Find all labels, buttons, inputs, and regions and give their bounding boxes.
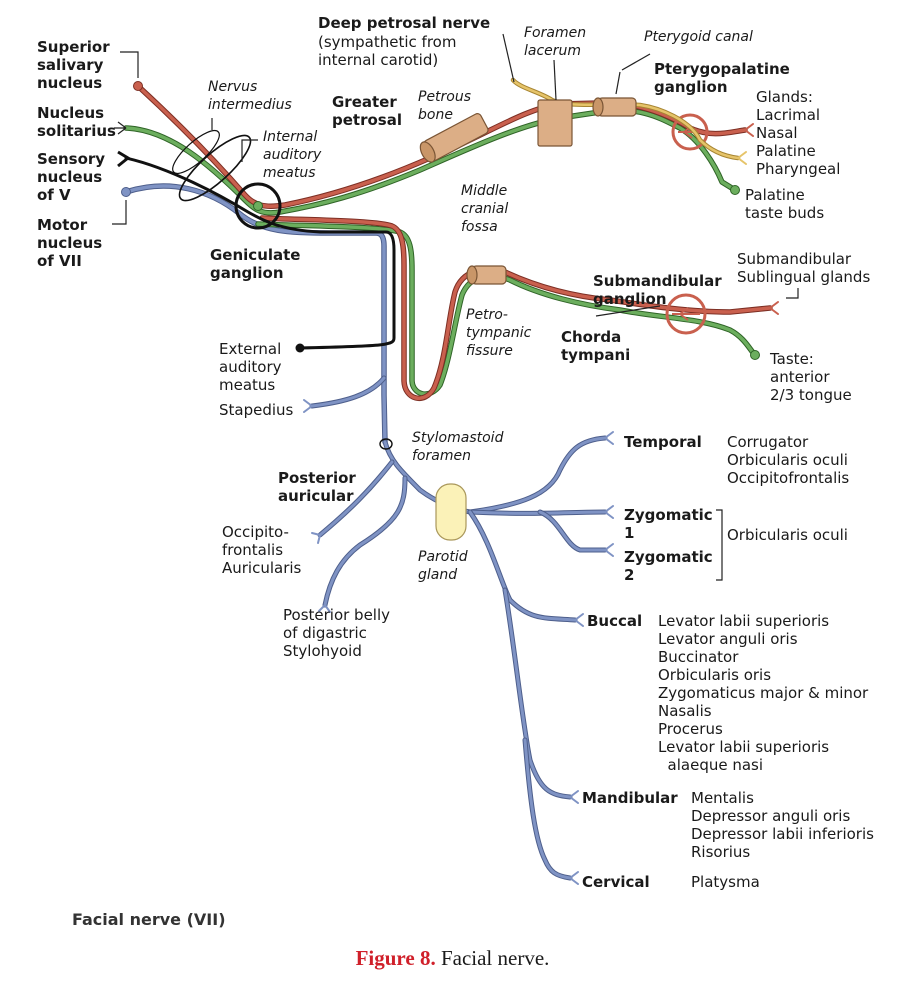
sympathetic-fibers — [502, 33, 747, 165]
palatine-taste-buds-label: Palatine taste buds — [745, 186, 825, 222]
temporal-muscles-list: Corrugator Orbicularis oculi Occipitofro… — [727, 433, 850, 487]
pterygoid-canal-label: Pterygoid canal — [644, 29, 753, 45]
zygomatic-2-label: Zygomatic 2 — [624, 548, 713, 584]
mandibular-muscles-list: Mentalis Depressor anguli oris Depressor… — [691, 789, 874, 861]
internal-auditory-meatus-label: Internal auditory meatus — [263, 129, 322, 181]
foramen-lacerum-label: Foramen lacerum — [524, 25, 587, 59]
pterygoid-canal-tube — [592, 97, 637, 117]
geniculate-ganglion-label: Geniculate ganglion — [210, 246, 301, 282]
motor-fibers — [112, 183, 614, 885]
bony-structures — [419, 97, 637, 541]
parotid-gland-shape — [435, 483, 467, 541]
petrous-bone-tube — [419, 113, 489, 163]
mandibular-branch-label: Mandibular — [582, 789, 678, 807]
figure-number: Figure 8. — [355, 946, 436, 970]
parasympathetic-fibers — [120, 51, 779, 401]
figure-title: Facial nerve (VII) — [72, 910, 226, 929]
foramen-lacerum-block — [537, 99, 573, 147]
chorda-tympani-label: Chorda tympani — [561, 328, 631, 364]
zygomatic-orbicularis-oculi-label: Orbicularis oculi — [727, 526, 848, 544]
occipitofrontalis-auricularis-label: Occipito- frontalis Auricularis — [222, 523, 302, 577]
petrotympanic-fissure-tube — [466, 265, 507, 285]
taste-anterior-label: Taste: anterior 2/3 tongue — [770, 350, 852, 404]
zygomatic-1-label: Zygomatic 1 — [624, 506, 713, 542]
petrous-bone-label: Petrous bone — [418, 89, 472, 123]
stapedius-label: Stapedius — [219, 401, 294, 419]
sensory-fibers — [117, 150, 396, 353]
stylomastoid-foramen-label: Stylomastoid foramen — [412, 430, 504, 464]
posterior-auricular-label: Posterior auricular — [278, 469, 356, 505]
external-auditory-meatus-label: External auditory meatus — [219, 340, 282, 394]
geniculate-ganglion — [172, 118, 393, 450]
parotid-gland-label: Parotid gland — [418, 549, 468, 583]
pterygopalatine-ganglion-label: Pterygopalatine ganglion — [654, 60, 790, 96]
figure-caption-text: Facial nerve. — [435, 946, 550, 970]
posterior-belly-label: Posterior belly of digastric Stylohyoid — [283, 606, 391, 660]
deep-petrosal-nerve-title: Deep petrosal nerve — [318, 14, 491, 32]
buccal-branch-label: Buccal — [587, 612, 643, 630]
submandibular-sublingual-label: Submandibular Sublingual glands — [737, 250, 871, 286]
submandibular-ganglion-label: Submandibular ganglion — [593, 272, 722, 308]
nervus-intermedius-label: Nervus intermedius — [208, 79, 292, 113]
platysma-label: Platysma — [691, 873, 760, 891]
motor-nucleus-vii-label: Motor nucleus of VII — [37, 216, 103, 270]
buccal-muscles-list: Levator labii superioris Levator anguli … — [658, 612, 869, 774]
figure-caption: Figure 8. Facial nerve. — [0, 946, 905, 971]
glands-list: Glands: Lacrimal Nasal Palatine Pharynge… — [756, 88, 841, 178]
deep-petrosal-nerve-subtitle: (sympathetic from internal carotid) — [318, 33, 457, 69]
petrotympanic-fissure-label: Petro- tympanic fissure — [466, 307, 532, 359]
superior-salivary-nucleus-label: Superior salivary nucleus — [37, 38, 110, 92]
nucleus-solitarius-label: Nucleus solitarius — [37, 104, 116, 140]
cervical-branch-label: Cervical — [582, 873, 650, 891]
middle-cranial-fossa-label: Middle cranial fossa — [461, 183, 509, 235]
sensory-nucleus-v-label: Sensory nucleus of V — [37, 150, 106, 204]
greater-petrosal-label: Greater petrosal — [332, 93, 402, 129]
temporal-branch-label: Temporal — [624, 433, 702, 451]
